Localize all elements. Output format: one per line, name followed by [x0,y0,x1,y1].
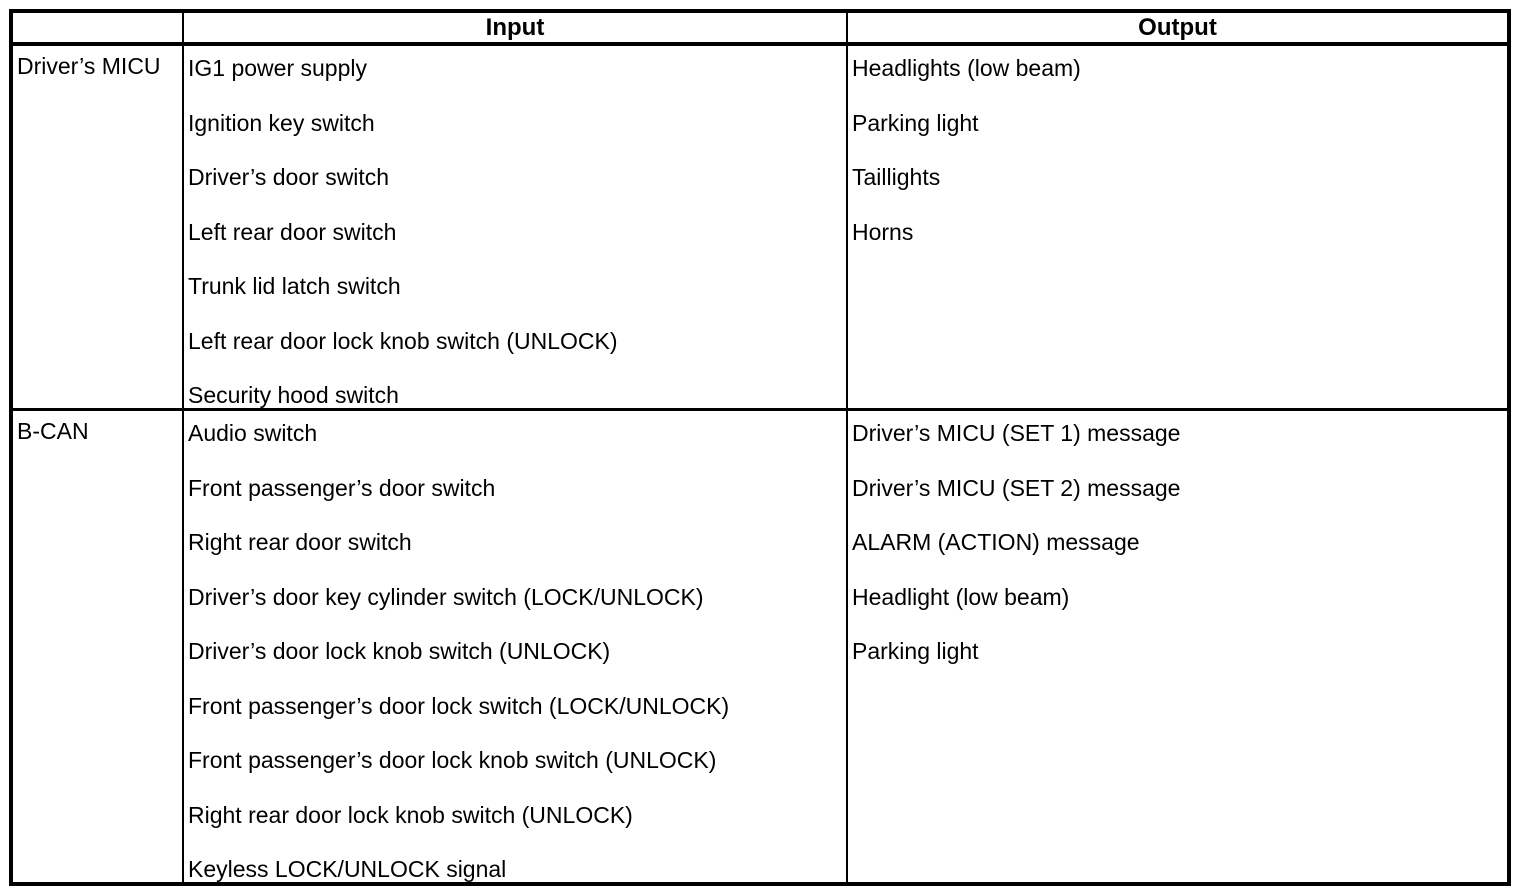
input-item: Driver’s door switch [188,164,390,190]
input-item: Driver’s door key cylinder switch (LOCK/… [188,583,704,610]
input-item: Trunk lid latch switch [188,273,401,299]
input-item: Front passenger’s door lock knob switch … [188,747,717,773]
inputs-cell: Audio switch Front passenger’s door swit… [182,409,847,884]
output-column-header: Output [846,11,1509,46]
input-item: Right rear door lock knob switch (UNLOCK… [188,801,633,828]
outputs-cell: Driver’s MICU (SET 1) message Driver’s M… [846,409,1509,884]
corner-cell [10,11,183,46]
input-item: Driver’s door lock knob switch (UNLOCK) [188,638,611,664]
input-output-table: Input Output Driver’s MICU IG1 power sup… [9,9,1511,886]
table-row-b-can: B-CAN Audio switch Front passenger’s doo… [10,409,1509,884]
output-item: Driver’s MICU (SET 2) message [852,474,1181,501]
source-label: Driver’s MICU [10,44,183,411]
input-item: Left rear door lock knob switch (UNLOCK) [188,327,618,354]
output-item: Headlight (low beam) [852,583,1070,610]
input-item: Keyless LOCK/UNLOCK signal [188,856,507,882]
output-item: Parking light [852,109,979,136]
output-item: Horns [852,218,914,245]
output-item: Driver’s MICU (SET 1) message [852,420,1181,446]
inputs-cell: IG1 power supply Ignition key switch Dri… [182,44,847,411]
source-label: B-CAN [10,409,183,884]
input-item: Front passenger’s door switch [188,474,496,501]
output-item: ALARM (ACTION) message [852,529,1140,555]
input-item: Front passenger’s door lock switch (LOCK… [188,692,730,719]
outputs-cell: Headlights (low beam) Parking light Tail… [846,44,1509,411]
input-item: Left rear door switch [188,218,397,245]
input-item: Audio switch [188,420,318,446]
table-row-drivers-micu: Driver’s MICU IG1 power supply Ignition … [10,44,1509,411]
input-item: IG1 power supply [188,55,367,81]
input-item: Security hood switch [188,382,399,408]
output-item: Parking light [852,638,979,664]
output-item: Taillights [852,164,941,190]
header-row: Input Output [10,11,1509,46]
input-item: Right rear door switch [188,529,412,555]
output-item: Headlights (low beam) [852,55,1081,81]
input-item: Ignition key switch [188,109,375,136]
input-column-header: Input [182,11,847,46]
